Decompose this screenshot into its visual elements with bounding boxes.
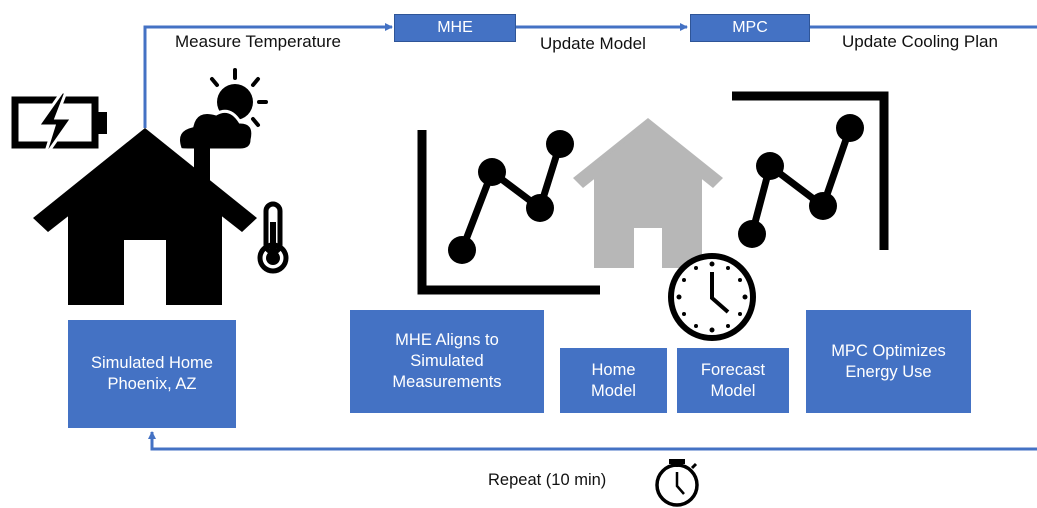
battery-charging-icon: [11, 90, 107, 159]
partly-cloudy-icon: [177, 68, 268, 152]
repeat-label: Repeat (10 min): [488, 471, 607, 489]
measure-temperature-label: Measure Temperature: [175, 32, 341, 51]
update-cooling-plan-label: Update Cooling Plan: [842, 32, 998, 51]
update-model-label: Update Model: [540, 34, 646, 53]
gray-house-icon: [573, 118, 723, 268]
line-chart-icon: [417, 130, 600, 295]
mpc-tag: MPC: [690, 14, 810, 42]
forecast-chart-icon: [732, 91, 889, 250]
mhe-aligns-box: MHE Aligns to Simulated Measurements: [350, 310, 544, 413]
mpc-optimizes-box: MPC Optimizes Energy Use: [806, 310, 971, 413]
stopwatch-icon: [655, 459, 699, 507]
thermometer-icon: [257, 201, 289, 274]
simulated-home-box: Simulated Home Phoenix, AZ: [68, 320, 236, 428]
clock-icon: [668, 253, 756, 341]
top-flow-connector: [143, 23, 1037, 128]
house-icon: [33, 128, 257, 305]
forecast-model-box: Forecast Model: [677, 348, 789, 413]
home-model-box: Home Model: [560, 348, 667, 413]
repeat-loop-connector: [148, 431, 1037, 451]
mhe-tag: MHE: [394, 14, 516, 42]
